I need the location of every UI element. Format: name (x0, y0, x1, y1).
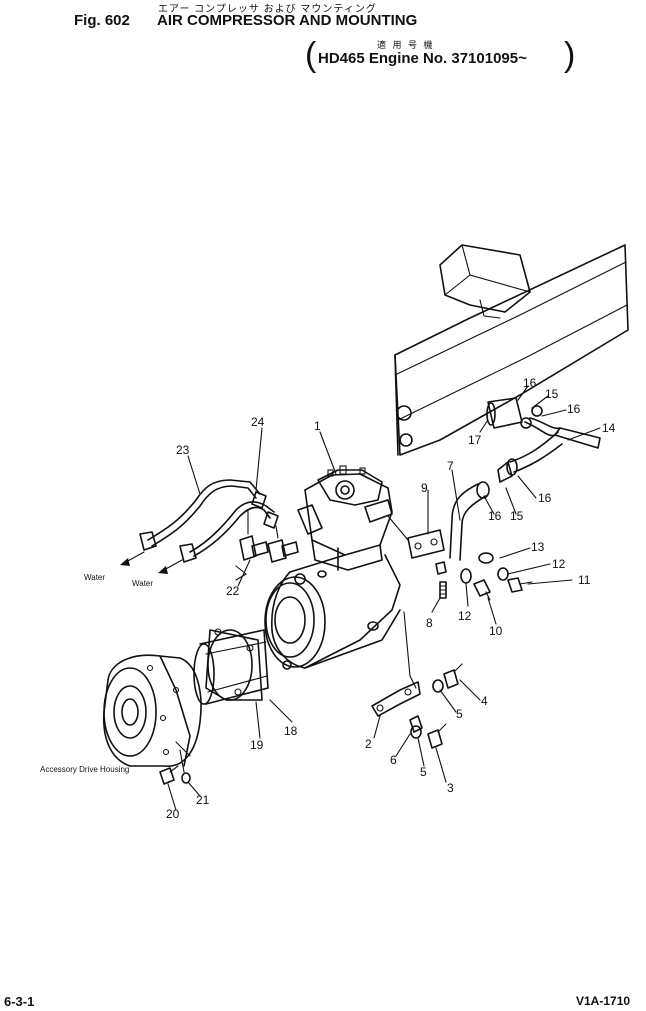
callout-16d: 16 (488, 509, 502, 523)
water-lines-drawing (120, 479, 299, 581)
air-compressor-drawing (264, 465, 401, 670)
callout-21: 21 (196, 793, 210, 807)
callout-11: 11 (578, 573, 591, 587)
water-label-2: Water (132, 579, 153, 588)
outlet-piping-drawing (449, 397, 601, 561)
figure-number: Fig. 602 (74, 12, 130, 29)
callout-5a: 5 (456, 707, 463, 721)
callout-10: 10 (489, 624, 503, 638)
applicability-bracket-open: ( (305, 36, 317, 74)
callout-19: 19 (250, 738, 264, 752)
callout-8: 8 (426, 616, 433, 630)
callout-18: 18 (284, 724, 298, 738)
callout-24: 24 (251, 415, 265, 429)
figure-title: AIR COMPRESSOR AND MOUNTING (157, 12, 418, 29)
water-label-1: Water (84, 573, 105, 582)
callout-4: 4 (481, 694, 488, 708)
engine-manifold-drawing (394, 244, 629, 456)
callout-5b: 5 (420, 765, 427, 779)
callout-12a: 12 (552, 557, 566, 571)
callout-9: 9 (421, 481, 428, 495)
callout-14: 14 (602, 421, 616, 435)
callout-17: 17 (468, 433, 482, 447)
callout-15a: 15 (545, 387, 559, 401)
callout-13: 13 (531, 540, 545, 554)
applicability-bracket-close: ) (564, 36, 576, 74)
applicability-text: HD465 Engine No. 37101095~ (318, 50, 527, 67)
drive-assembly-drawing (102, 628, 269, 767)
accessory-drive-housing-label: Accessory Drive Housing (40, 765, 129, 774)
applicability-label-japanese: 適 用 号 機 (377, 40, 435, 50)
callout-7: 7 (447, 459, 454, 473)
descriptive-labels: Water Water Accessory Drive Housing (40, 573, 153, 774)
leader-lines (167, 385, 601, 811)
figure-title-japanese: エアー コンプレッサ および マウンティング (158, 4, 377, 15)
callout-23: 23 (176, 443, 190, 457)
callout-15b: 15 (510, 509, 524, 523)
callout-16b: 16 (567, 402, 581, 416)
callout-2: 2 (365, 737, 372, 751)
brackets-and-fasteners-drawing (159, 515, 533, 785)
callout-16c: 16 (538, 491, 552, 505)
callout-6: 6 (390, 753, 397, 767)
part-callouts: 1 2 3 4 5 5 6 7 8 9 10 11 12 12 13 14 15… (166, 376, 616, 821)
page-number: 6-3-1 (4, 994, 35, 1009)
callout-3: 3 (447, 781, 454, 795)
callout-22: 22 (226, 584, 240, 598)
callout-16a: 16 (523, 376, 537, 390)
callout-1: 1 (314, 419, 321, 433)
callout-20: 20 (166, 807, 180, 821)
document-code: V1A-1710 (576, 994, 631, 1008)
callout-12b: 12 (458, 609, 472, 623)
